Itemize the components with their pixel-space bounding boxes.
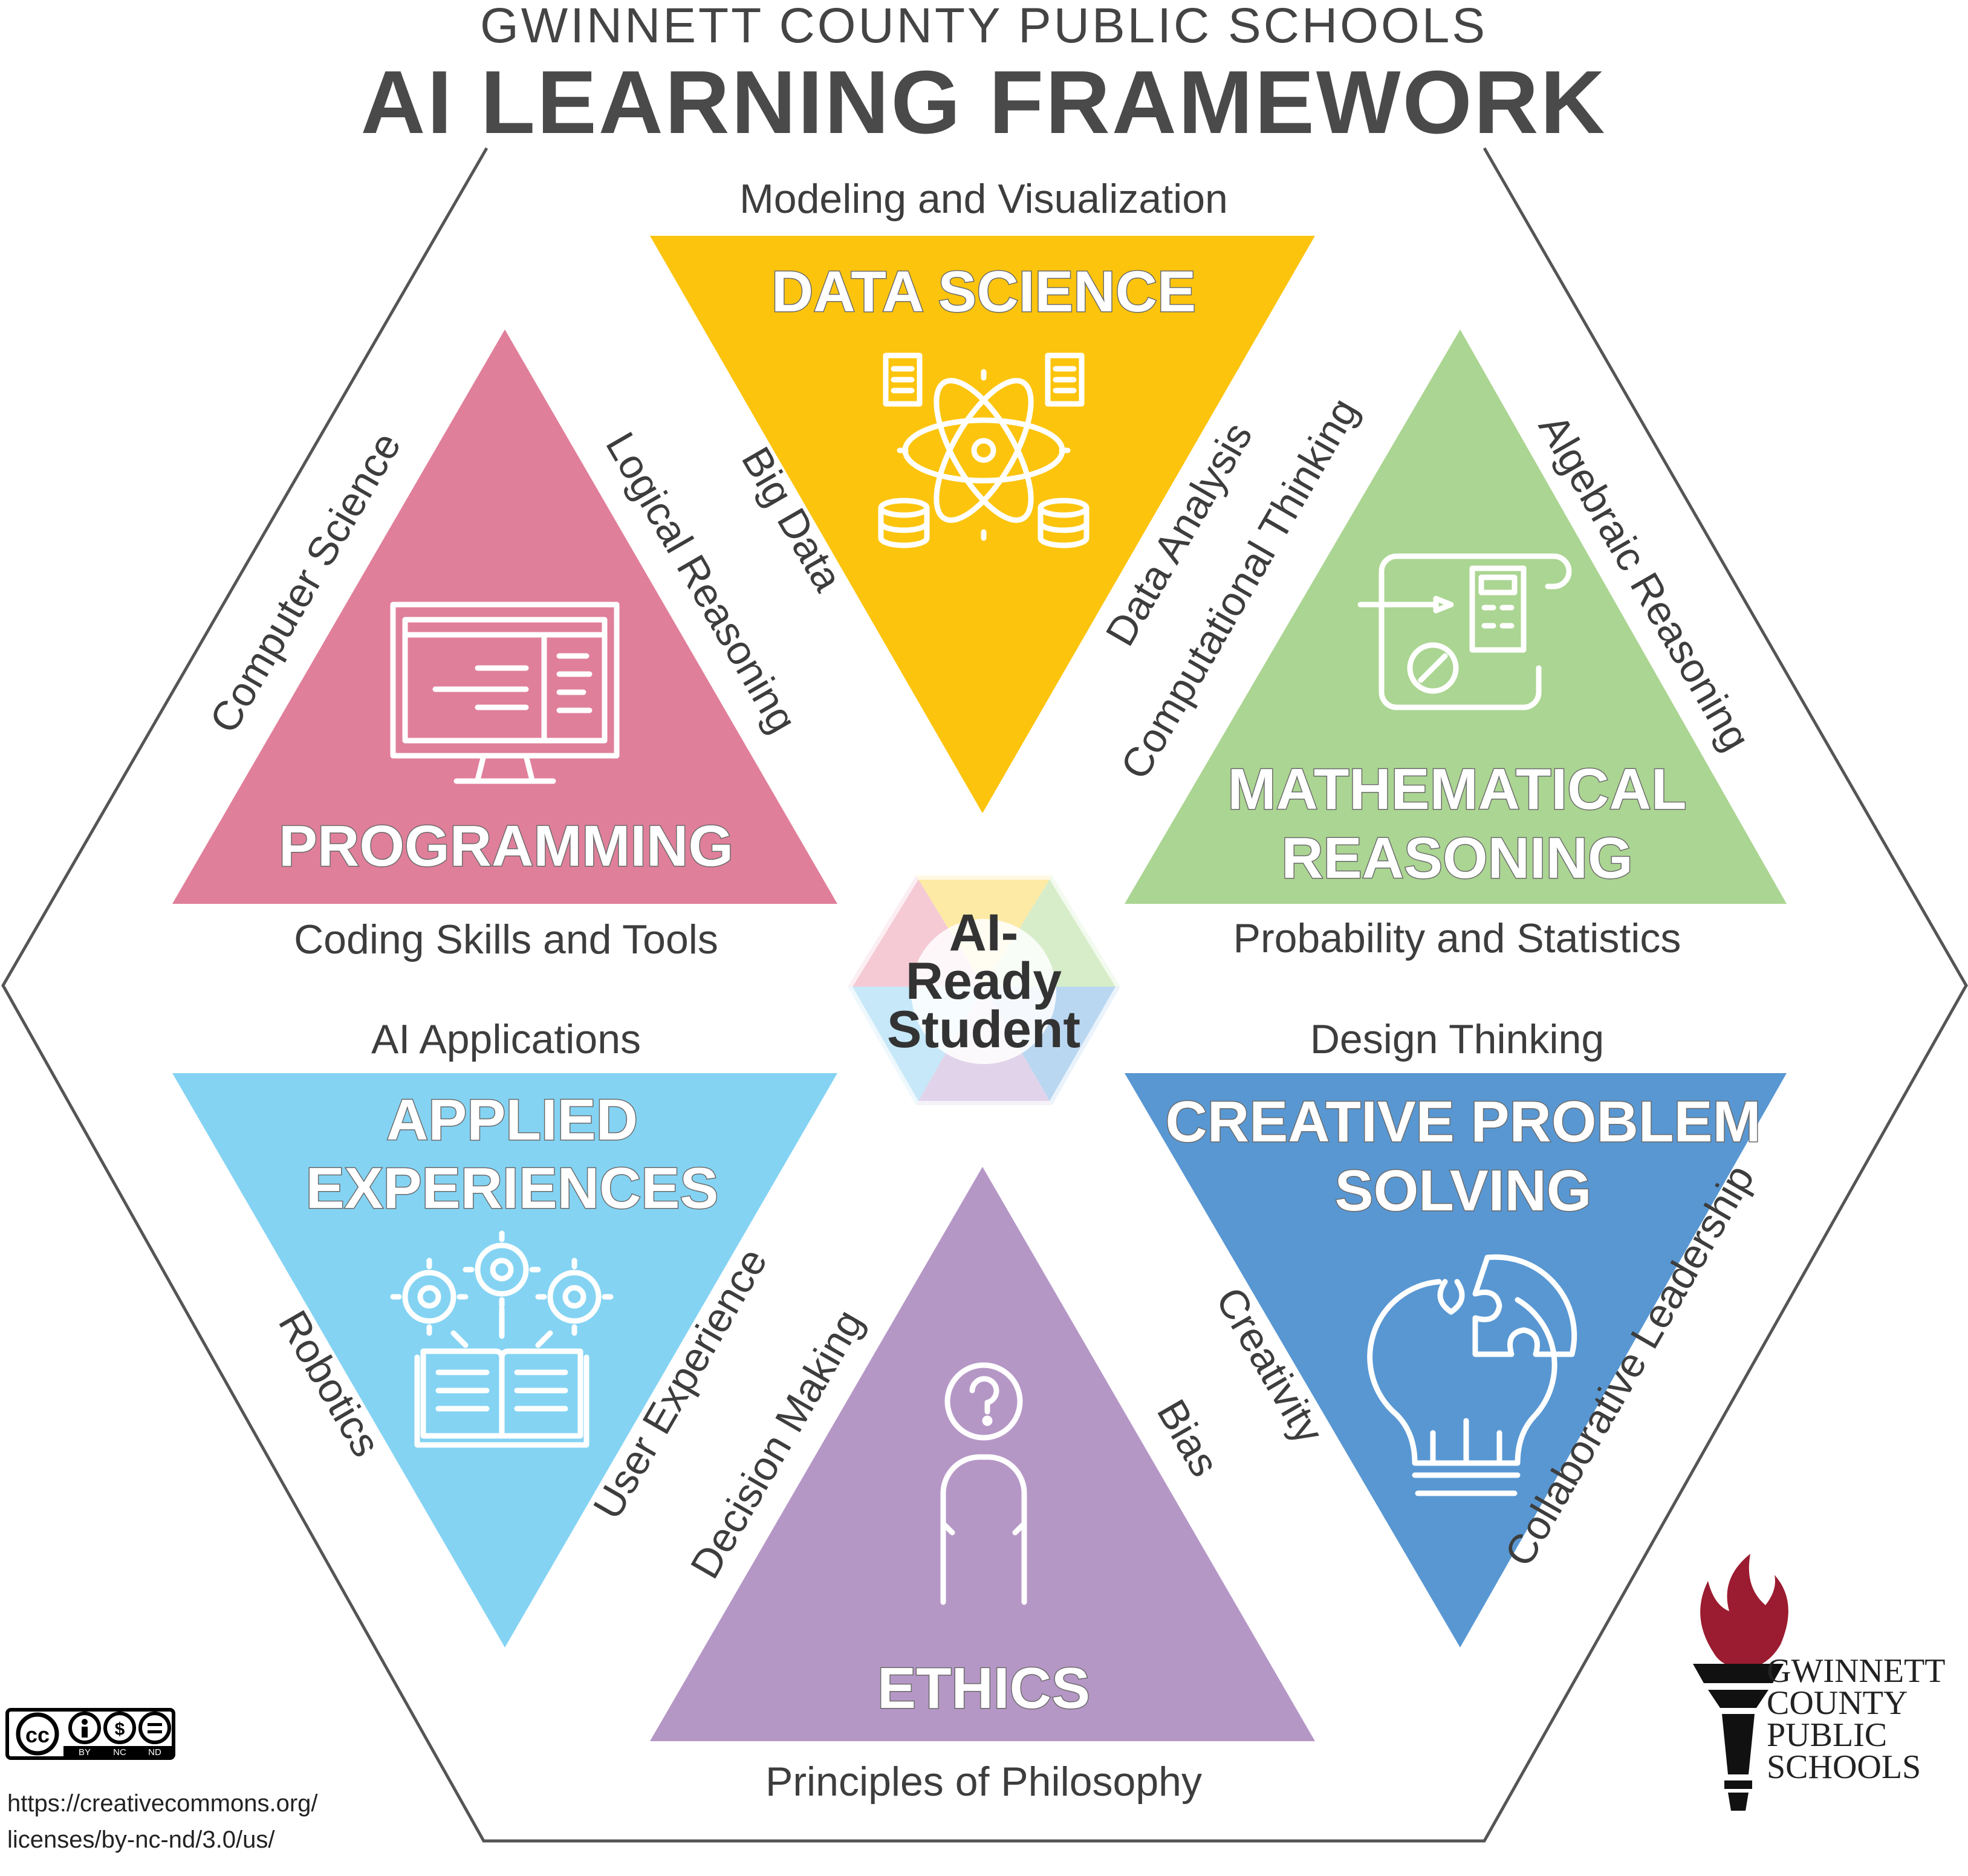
logo-line-3: PUBLIC	[1767, 1716, 1887, 1754]
outer-hexagon-outline	[1, 147, 1968, 1843]
svg-text:$: $	[115, 1719, 125, 1739]
logo-line-2: COUNTY	[1767, 1684, 1908, 1722]
center-line-3: Student	[887, 1001, 1080, 1059]
math-title-1: MATHEMATICAL	[1228, 757, 1687, 822]
torch-logo-icon	[1693, 1554, 1788, 1811]
license-url-line1[interactable]: https://creativecommons.org/	[7, 1790, 318, 1817]
ds-outer-label: Modeling and Visualization	[739, 176, 1228, 222]
cc-nd-label: ND	[148, 1747, 161, 1758]
license-url-line2[interactable]: licenses/by-nc-nd/3.0/us/	[7, 1826, 275, 1853]
applied-triangle	[172, 1073, 837, 1647]
data-science-triangle	[650, 236, 1315, 813]
applied-title-2: EXPERIENCES	[306, 1156, 719, 1221]
computer-monitor-code-icon	[390, 602, 620, 784]
math-bottom-label: Probability and Statistics	[1233, 915, 1681, 961]
math-title-2: REASONING	[1281, 826, 1632, 891]
cc-license-badge: cc $	[5, 1708, 175, 1760]
cc-nc-label: NC	[113, 1747, 126, 1758]
calculator-scroll-icon	[1357, 553, 1572, 710]
ethics-outer-label: Principles of Philosophy	[765, 1759, 1202, 1805]
center-hexagon	[842, 871, 1126, 1109]
atom-data-icon	[878, 352, 1090, 548]
framework-title: AI LEARNING FRAMEWORK	[361, 53, 1607, 152]
center-line-2: Ready	[906, 952, 1062, 1010]
ethics-right-label: Bias	[1148, 1392, 1228, 1484]
math-triangle	[1125, 329, 1787, 904]
prog-title: PROGRAMMING	[279, 814, 733, 878]
applied-top-label: AI Applications	[371, 1016, 641, 1062]
gears-book-icon	[390, 1230, 614, 1448]
prog-bottom-label: Coding Skills and Tools	[294, 917, 718, 962]
logo-line-1: GWINNETT	[1767, 1652, 1945, 1690]
programming-triangle	[172, 329, 837, 904]
ethics-triangle	[650, 1167, 1315, 1741]
creative-title-1: CREATIVE PROBLEM	[1166, 1089, 1761, 1154]
creative-triangle	[1125, 1073, 1787, 1647]
ethics-title: ETHICS	[877, 1656, 1090, 1721]
person-question-icon	[940, 1362, 1027, 1605]
logo-line-4: SCHOOLS	[1767, 1748, 1921, 1786]
org-name: GWINNETT COUNTY PUBLIC SCHOOLS	[480, 0, 1487, 53]
cc-by-label: BY	[79, 1747, 91, 1758]
svg-text:cc: cc	[25, 1722, 50, 1747]
ds-title: DATA SCIENCE	[771, 259, 1196, 324]
center-line-1: AI-	[949, 904, 1019, 962]
creative-top-label: Design Thinking	[1310, 1016, 1604, 1062]
puzzle-lightbulb-icon	[1367, 1254, 1577, 1496]
applied-title-1: APPLIED	[386, 1088, 638, 1152]
creative-title-2: SOLVING	[1335, 1158, 1592, 1223]
